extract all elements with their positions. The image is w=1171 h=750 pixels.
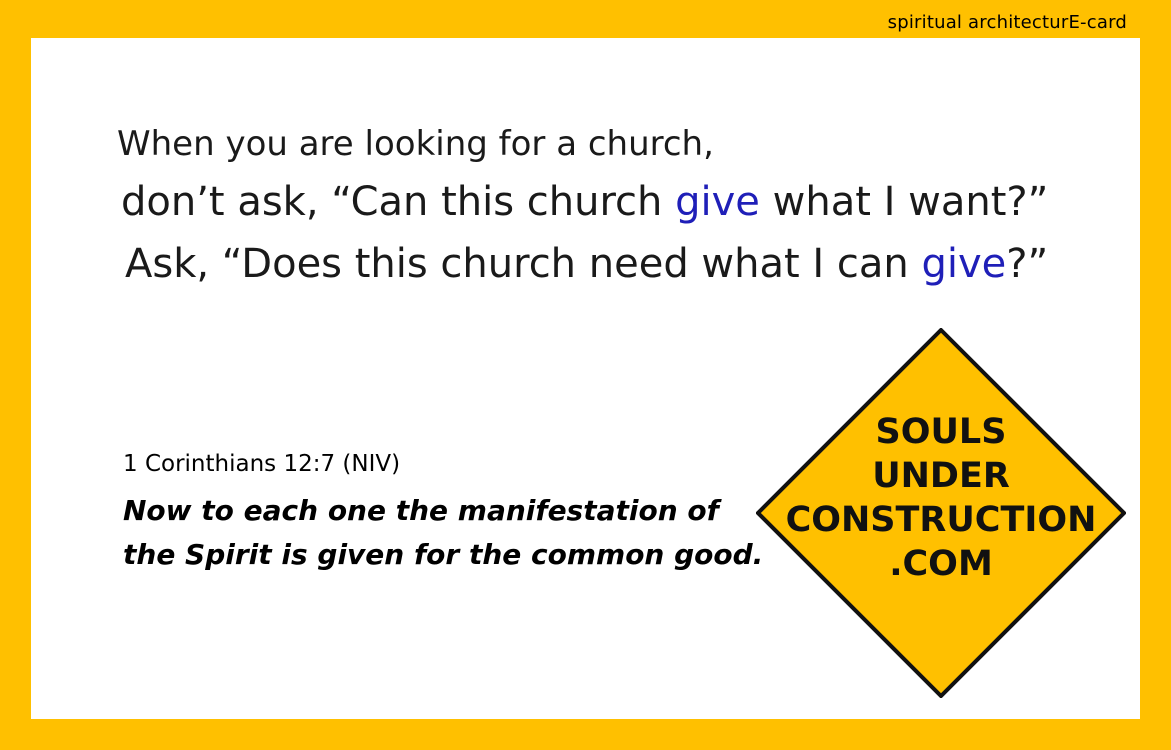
quote-line-1: When you are looking for a church, [117, 124, 714, 164]
quote-line-2: don’t ask, “Can this church give what I … [121, 179, 1048, 225]
quote-line-2-start: don’t ask, “Can this church [121, 179, 676, 225]
scripture-verse-line-1: Now to each one the manifestation of [123, 494, 719, 527]
sign-line-construction: CONSTRUCTION [785, 500, 1097, 540]
diamond-sign-icon [756, 328, 1126, 698]
scripture-verse: Now to each one the manifestation of the… [123, 489, 803, 577]
ecard-tag: spiritual architecturE-card [887, 12, 1127, 33]
scripture-verse-line-2: the Spirit is given for the common good. [123, 538, 764, 571]
quote-highlight-give: give [675, 179, 760, 225]
quote-line-3: Ask, “Does this church need what I can g… [125, 241, 1048, 287]
sign-text: SOULS UNDER CONSTRUCTION .COM [756, 410, 1126, 586]
quote-highlight-give: give [921, 241, 1007, 287]
quote-line-3-start: Ask, “Does this church need what I can [125, 241, 922, 287]
sign-line-com: .COM [889, 544, 993, 584]
construction-sign-logo: SOULS UNDER CONSTRUCTION .COM [756, 328, 1126, 698]
quote-line-3-end: ?” [1006, 241, 1049, 287]
scripture-reference: 1 Corinthians 12:7 (NIV) [123, 451, 401, 477]
sign-line-souls: SOULS [875, 412, 1007, 452]
sign-line-under: UNDER [872, 456, 1010, 496]
quote-line-2-end: what I want?” [759, 179, 1049, 225]
ecard-panel: When you are looking for a church, don’t… [31, 38, 1140, 719]
